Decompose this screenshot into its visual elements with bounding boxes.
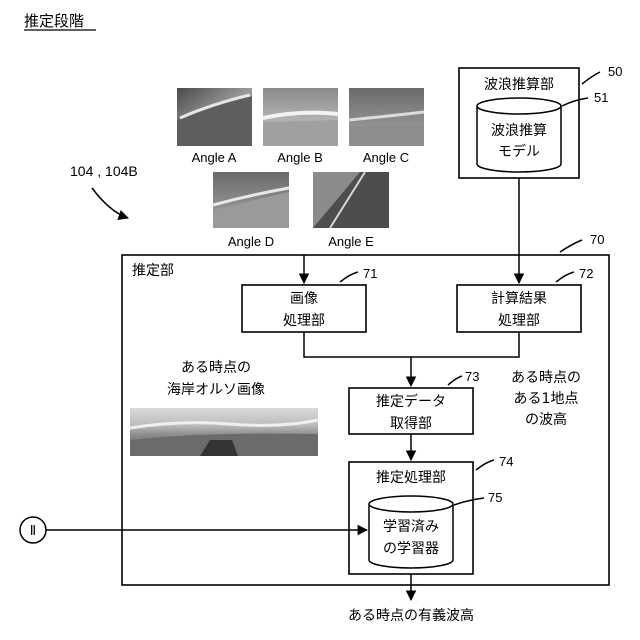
ortho-caption-line1: ある時点の xyxy=(181,360,251,376)
angle-photo-b xyxy=(263,88,338,146)
calc-result-processing-line2: 処理部 xyxy=(498,313,540,329)
angle-photo-e xyxy=(313,172,389,228)
ref-72-leader xyxy=(556,272,574,282)
ref-73-number: 73 xyxy=(465,369,479,384)
ref-104-label: 104 , 104B xyxy=(70,163,138,179)
wave-model-line2: モデル xyxy=(498,143,540,160)
estimation-processing-label: 推定処理部 xyxy=(376,470,446,486)
ref-70-number: 70 xyxy=(590,232,604,247)
angle-label-c: Angle C xyxy=(363,150,409,165)
point-caption-line3: の波高 xyxy=(525,411,567,428)
angle-photo-d xyxy=(213,172,289,228)
ref-50-number: 50 xyxy=(608,64,622,79)
ref-73-leader xyxy=(448,376,462,385)
ref-70-leader xyxy=(560,240,582,252)
ref-74-leader xyxy=(476,460,494,470)
trained-learner-line1: 学習済み xyxy=(383,519,439,535)
ref-71-leader xyxy=(340,272,358,282)
image-processing-line2: 処理部 xyxy=(283,313,325,329)
estimation-unit-label: 推定部 xyxy=(132,263,174,279)
data-acquisition-line2: 取得部 xyxy=(390,415,432,432)
point-caption-line2: ある1地点 xyxy=(514,391,579,407)
ortho-image xyxy=(130,408,318,456)
connector-merge xyxy=(304,332,519,357)
angle-label-d: Angle D xyxy=(228,234,274,249)
data-acquisition-line1: 推定データ xyxy=(376,393,446,410)
point-caption-line1: ある時点の xyxy=(511,370,581,386)
ref-72-number: 72 xyxy=(579,266,593,281)
wave-model-line1: 波浪推算 xyxy=(491,123,547,139)
ref-74-number: 74 xyxy=(499,454,513,469)
page-title: 推定段階 xyxy=(24,12,84,30)
ref-50-leader xyxy=(582,72,600,84)
angle-photo-a xyxy=(177,88,252,146)
angle-label-b: Angle B xyxy=(277,150,323,165)
ref-104-arrow xyxy=(92,188,128,218)
output-label: ある時点の有義波高 xyxy=(348,607,474,624)
calc-result-processing-line1: 計算結果 xyxy=(491,291,547,307)
angle-label-e: Angle E xyxy=(328,234,374,249)
ref-51-number: 51 xyxy=(594,90,608,105)
angle-label-a: Angle A xyxy=(192,150,237,165)
input-symbol: Ⅱ xyxy=(30,524,36,539)
trained-learner-line2: の学習器 xyxy=(383,541,439,557)
ref-71-number: 71 xyxy=(363,266,377,281)
ref-75-number: 75 xyxy=(488,490,502,505)
ortho-caption-line2: 海岸オルソ画像 xyxy=(167,382,265,398)
wave-calc-unit-label: 波浪推算部 xyxy=(484,77,554,93)
angle-photo-c xyxy=(349,88,424,146)
image-processing-line1: 画像 xyxy=(290,291,318,307)
